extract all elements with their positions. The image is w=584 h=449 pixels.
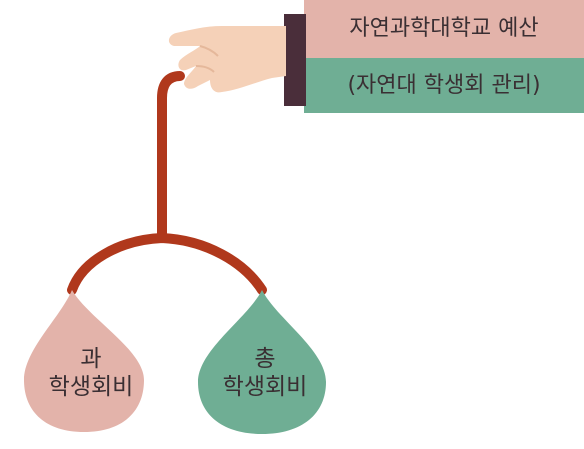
banner-bottom-block xyxy=(304,58,584,113)
banner-title: 자연과학대학교 예산 xyxy=(349,16,539,41)
scale-rope xyxy=(67,71,267,295)
drop-left-shape xyxy=(24,290,144,432)
banner-top-block xyxy=(304,0,584,58)
sleeve-cuff xyxy=(284,14,306,106)
drop-right-label-line2: 학생회비 xyxy=(222,374,308,400)
drop-left-label-line2: 학생회비 xyxy=(48,374,134,400)
drop-right-shape xyxy=(198,290,326,434)
drop-left-label-line1: 과 xyxy=(80,346,102,372)
drop-right-label-line1: 총 xyxy=(254,346,276,372)
hand-icon xyxy=(168,26,286,93)
banner-subtitle: (자연대 학생회 관리) xyxy=(347,73,541,98)
